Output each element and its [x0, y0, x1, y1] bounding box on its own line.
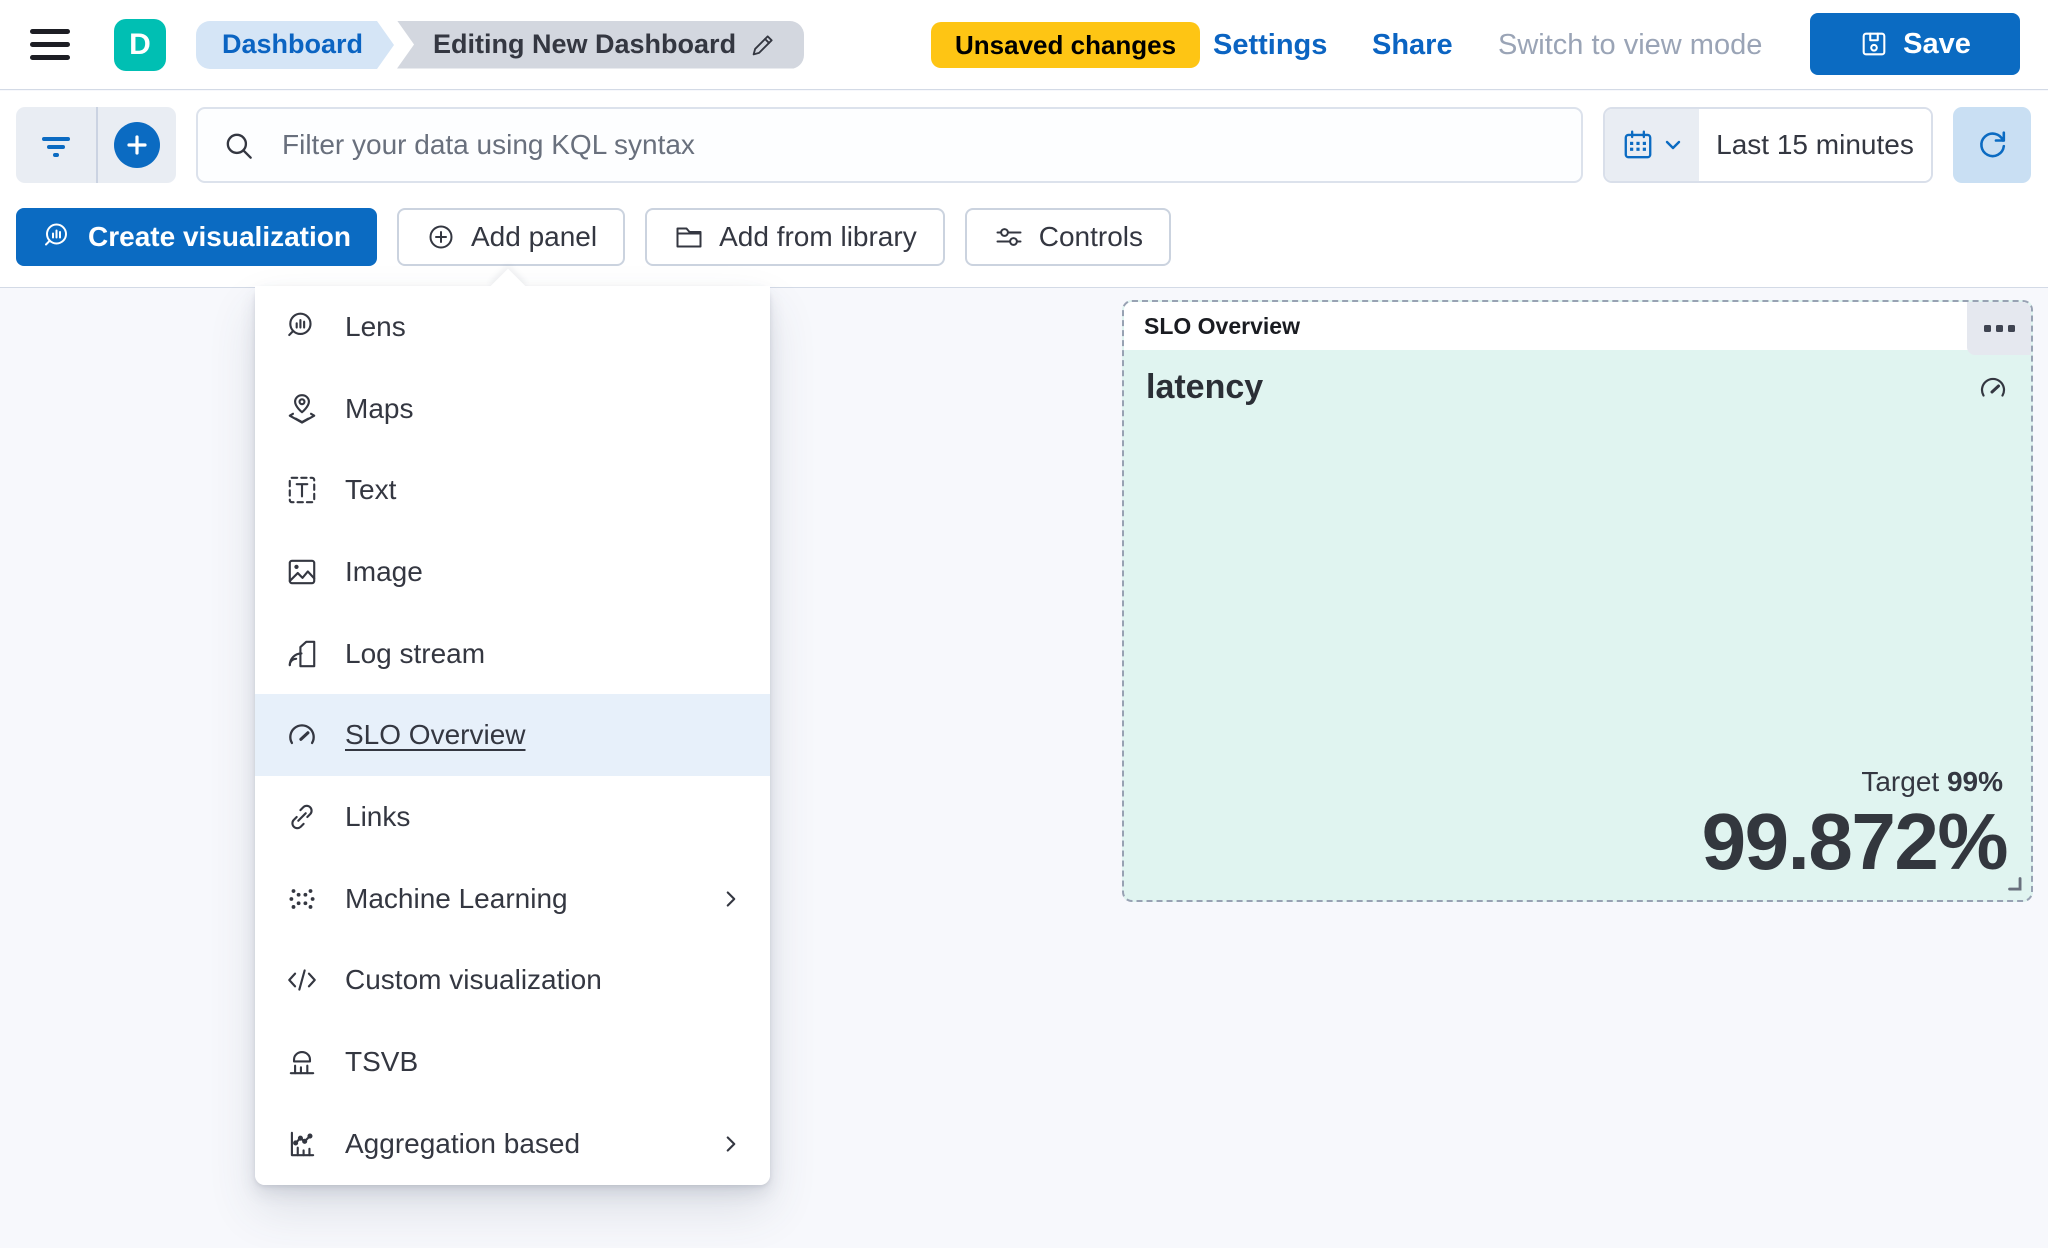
code-icon [285, 963, 319, 997]
slo-overview-panel[interactable]: SLO Overview latency Target 99% 99.872% [1122, 300, 2033, 902]
avatar[interactable]: D [114, 18, 166, 71]
save-button[interactable]: Save [1810, 13, 2020, 75]
slo-current-value: 99.872% [1701, 797, 2009, 886]
add-from-library-button[interactable]: Add from library [645, 208, 945, 266]
breadcrumb: Dashboard Editing New Dashboard [196, 20, 805, 69]
link-icon [285, 800, 319, 834]
target-label: Target [1861, 766, 1940, 797]
chevron-right-icon [718, 886, 744, 912]
menu-item-label: Text [345, 474, 397, 506]
top-navigation-bar: D Dashboard Editing New Dashboard Unsave… [0, 0, 2048, 90]
menu-item-label: SLO Overview [345, 719, 526, 751]
add-filter-button[interactable] [96, 107, 176, 183]
menu-item-machine-learning[interactable]: Machine Learning [255, 857, 770, 940]
aggregation-based-icon [285, 1127, 319, 1161]
panel-options-button[interactable] [1967, 302, 2031, 355]
pencil-icon [748, 30, 778, 60]
chevron-down-icon [1663, 135, 1683, 155]
panel-header: SLO Overview [1124, 302, 2031, 350]
add-from-library-label: Add from library [719, 221, 917, 252]
slo-target-line: Target 99% [1861, 766, 2003, 798]
menu-item-label: Maps [345, 392, 414, 424]
menu-item-label: Lens [345, 310, 406, 342]
target-value: 99% [1946, 766, 2003, 797]
menu-item-slo-overview[interactable]: SLO Overview [255, 694, 770, 777]
lens-icon [285, 310, 319, 344]
menu-item-text[interactable]: Text [255, 449, 770, 532]
time-picker-calendar-button[interactable] [1605, 109, 1699, 181]
menu-item-label: Aggregation based [345, 1127, 581, 1159]
search-icon [222, 129, 256, 163]
time-picker: Last 15 minutes [1603, 107, 1933, 183]
save-disk-icon [1859, 29, 1889, 59]
boxes-horizontal-icon [1983, 325, 1991, 332]
breadcrumb-label: Editing New Dashboard [433, 29, 737, 59]
filter-controls-group [16, 107, 176, 183]
breadcrumb-arrow [377, 20, 395, 69]
menu-item-tsvb[interactable]: TSVB [255, 1021, 770, 1103]
chevron-right-icon [718, 1131, 744, 1157]
share-link[interactable]: Share [1372, 28, 1453, 61]
menu-item-label: TSVB [345, 1046, 419, 1078]
menu-item-label: Machine Learning [345, 882, 568, 914]
menu-item-log-stream[interactable]: Log stream [255, 612, 770, 695]
menu-item-lens[interactable]: Lens [255, 286, 770, 368]
machine-learning-icon [285, 882, 319, 916]
panel-title: SLO Overview [1144, 312, 1300, 339]
tsvb-icon [285, 1045, 319, 1079]
save-label: Save [1903, 27, 1971, 60]
breadcrumb-editing-dashboard[interactable]: Editing New Dashboard [397, 20, 805, 69]
query-and-toolbar-section: Last 15 minutes Create visualization [0, 91, 2048, 288]
menu-item-links[interactable]: Links [255, 776, 770, 858]
refresh-button[interactable] [1953, 107, 2031, 183]
gauge-icon [1977, 372, 2009, 404]
controls-label: Controls [1038, 221, 1143, 252]
gauge-icon [285, 718, 319, 752]
menu-item-label: Custom visualization [345, 964, 602, 996]
slo-metric-name: latency [1146, 368, 1264, 406]
lens-icon [42, 221, 74, 253]
controls-button[interactable]: Controls [964, 208, 1171, 266]
settings-link[interactable]: Settings [1213, 28, 1328, 61]
menu-hamburger-icon[interactable] [30, 21, 70, 68]
breadcrumb-dashboard[interactable]: Dashboard [196, 20, 378, 69]
switch-to-view-mode-link[interactable]: Switch to view mode [1498, 28, 1763, 61]
sliders-icon [993, 221, 1025, 253]
calendar-icon [1621, 128, 1655, 162]
kql-search-wrap [196, 107, 1583, 183]
menu-item-maps[interactable]: Maps [255, 367, 770, 450]
time-range-value[interactable]: Last 15 minutes [1699, 109, 1931, 181]
folder-icon [673, 221, 705, 253]
plus-circle-icon [114, 122, 160, 168]
menu-item-aggregation-based[interactable]: Aggregation based [255, 1102, 770, 1185]
filter-button[interactable] [16, 107, 96, 183]
menu-item-custom-visualization[interactable]: Custom visualization [255, 939, 770, 1022]
refresh-icon [1974, 127, 2010, 163]
menu-item-label: Image [345, 555, 423, 587]
resize-handle-icon[interactable] [2003, 872, 2025, 894]
menu-item-label: Links [345, 800, 411, 832]
dashboard-toolbar: Create visualization Add panel Add from … [16, 208, 1171, 266]
create-visualization-button[interactable]: Create visualization [16, 208, 377, 266]
menu-item-image[interactable]: Image [255, 531, 770, 613]
menu-item-label: Log stream [345, 637, 486, 669]
maps-icon [285, 392, 319, 426]
log-stream-icon [285, 637, 319, 671]
kql-search-input[interactable] [196, 107, 1583, 183]
plus-in-circle-icon [425, 221, 457, 253]
add-panel-label: Add panel [470, 221, 598, 252]
unsaved-changes-badge: Unsaved changes [931, 22, 1201, 68]
text-icon [285, 473, 319, 507]
filter-icon [38, 127, 74, 163]
add-panel-button[interactable]: Add panel [396, 208, 626, 266]
image-icon [285, 555, 319, 589]
add-panel-menu: Lens Maps Text [255, 268, 770, 1185]
create-visualization-label: Create visualization [88, 221, 351, 252]
